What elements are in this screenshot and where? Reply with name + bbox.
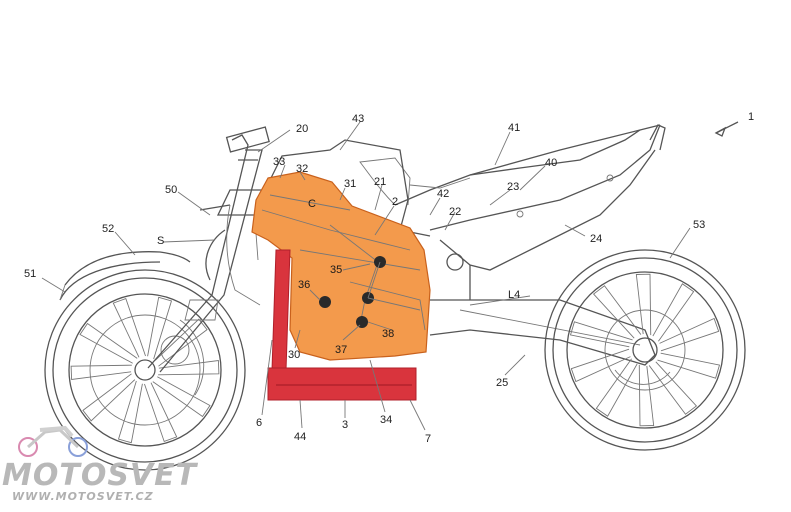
label-7: 7 [425, 433, 431, 445]
front-wheel [44, 269, 246, 471]
label-24: 24 [590, 233, 602, 245]
label-44: 44 [294, 431, 306, 443]
label-36: 36 [298, 279, 310, 291]
wheel-spoke [659, 317, 720, 352]
label-41: 41 [508, 122, 520, 134]
wheel-spoke [592, 285, 642, 339]
label-37: 37 [335, 344, 347, 356]
label-34: 34 [380, 414, 392, 426]
wheel-spoke [154, 318, 208, 367]
label-25: 25 [496, 377, 508, 389]
label-53: 53 [693, 219, 705, 231]
watermark: MOTOSVET WWW.MOTOSVET.CZ [2, 425, 199, 503]
wheel-spoke [570, 348, 631, 383]
label-51: 51 [24, 268, 36, 280]
wheel-spoke [657, 352, 721, 379]
label-52: 52 [102, 223, 114, 235]
wheel-spoke [648, 361, 698, 415]
wheel-spoke [652, 283, 695, 342]
wheel-spoke [595, 358, 638, 417]
label-30: 30 [288, 349, 300, 361]
label-2: 2 [392, 196, 398, 208]
label-21: 21 [374, 176, 386, 188]
label-42: 42 [437, 188, 449, 200]
watermark-brand: MOTOSVET [2, 458, 199, 493]
label-20: 20 [296, 123, 308, 135]
label-C: C [308, 198, 316, 210]
front-fender [59, 251, 191, 301]
label-43: 43 [352, 113, 364, 125]
wheel-spoke [158, 360, 220, 376]
wheel-spoke [638, 364, 655, 427]
watermark-url: WWW.MOTOSVET.CZ [12, 490, 154, 503]
label-35: 35 [330, 264, 342, 276]
label-3: 3 [342, 419, 348, 431]
label-22: 22 [449, 206, 461, 218]
stand-base [267, 367, 417, 401]
wheel-spoke [144, 382, 178, 443]
rear-wheel-spokes [569, 273, 721, 427]
label-40: 40 [545, 157, 557, 169]
motorcycle-logo-icon [18, 425, 88, 457]
label-L4: L4 [508, 289, 520, 301]
wheel-spoke [569, 321, 633, 348]
label-S: S [157, 235, 164, 247]
wheel-spoke [635, 273, 652, 336]
rear-wheel [544, 249, 746, 451]
label-32: 32 [296, 163, 308, 175]
wheel-spoke [82, 373, 136, 422]
front-wheel-spokes [70, 296, 220, 444]
label-1: 1 [748, 111, 754, 123]
wheel-spoke [152, 376, 211, 418]
wheel-spoke [117, 380, 143, 444]
wheel-spoke [79, 322, 138, 364]
red-stand [267, 249, 417, 401]
swingarm [429, 265, 656, 366]
label-38: 38 [382, 328, 394, 340]
label-31: 31 [344, 178, 356, 190]
label-23: 23 [507, 181, 519, 193]
wheel-spoke [147, 296, 173, 360]
front-fork [147, 126, 270, 373]
leader-lines [41, 121, 739, 431]
wheel-spoke [70, 364, 132, 380]
label-33: 33 [273, 156, 285, 168]
wheel-spoke [112, 297, 146, 358]
label-50: 50 [165, 184, 177, 196]
reference-labels: 1 20 43 41 33 32 31 21 40 42 2 23 50 C 2… [24, 111, 754, 445]
label-6: 6 [256, 417, 262, 429]
